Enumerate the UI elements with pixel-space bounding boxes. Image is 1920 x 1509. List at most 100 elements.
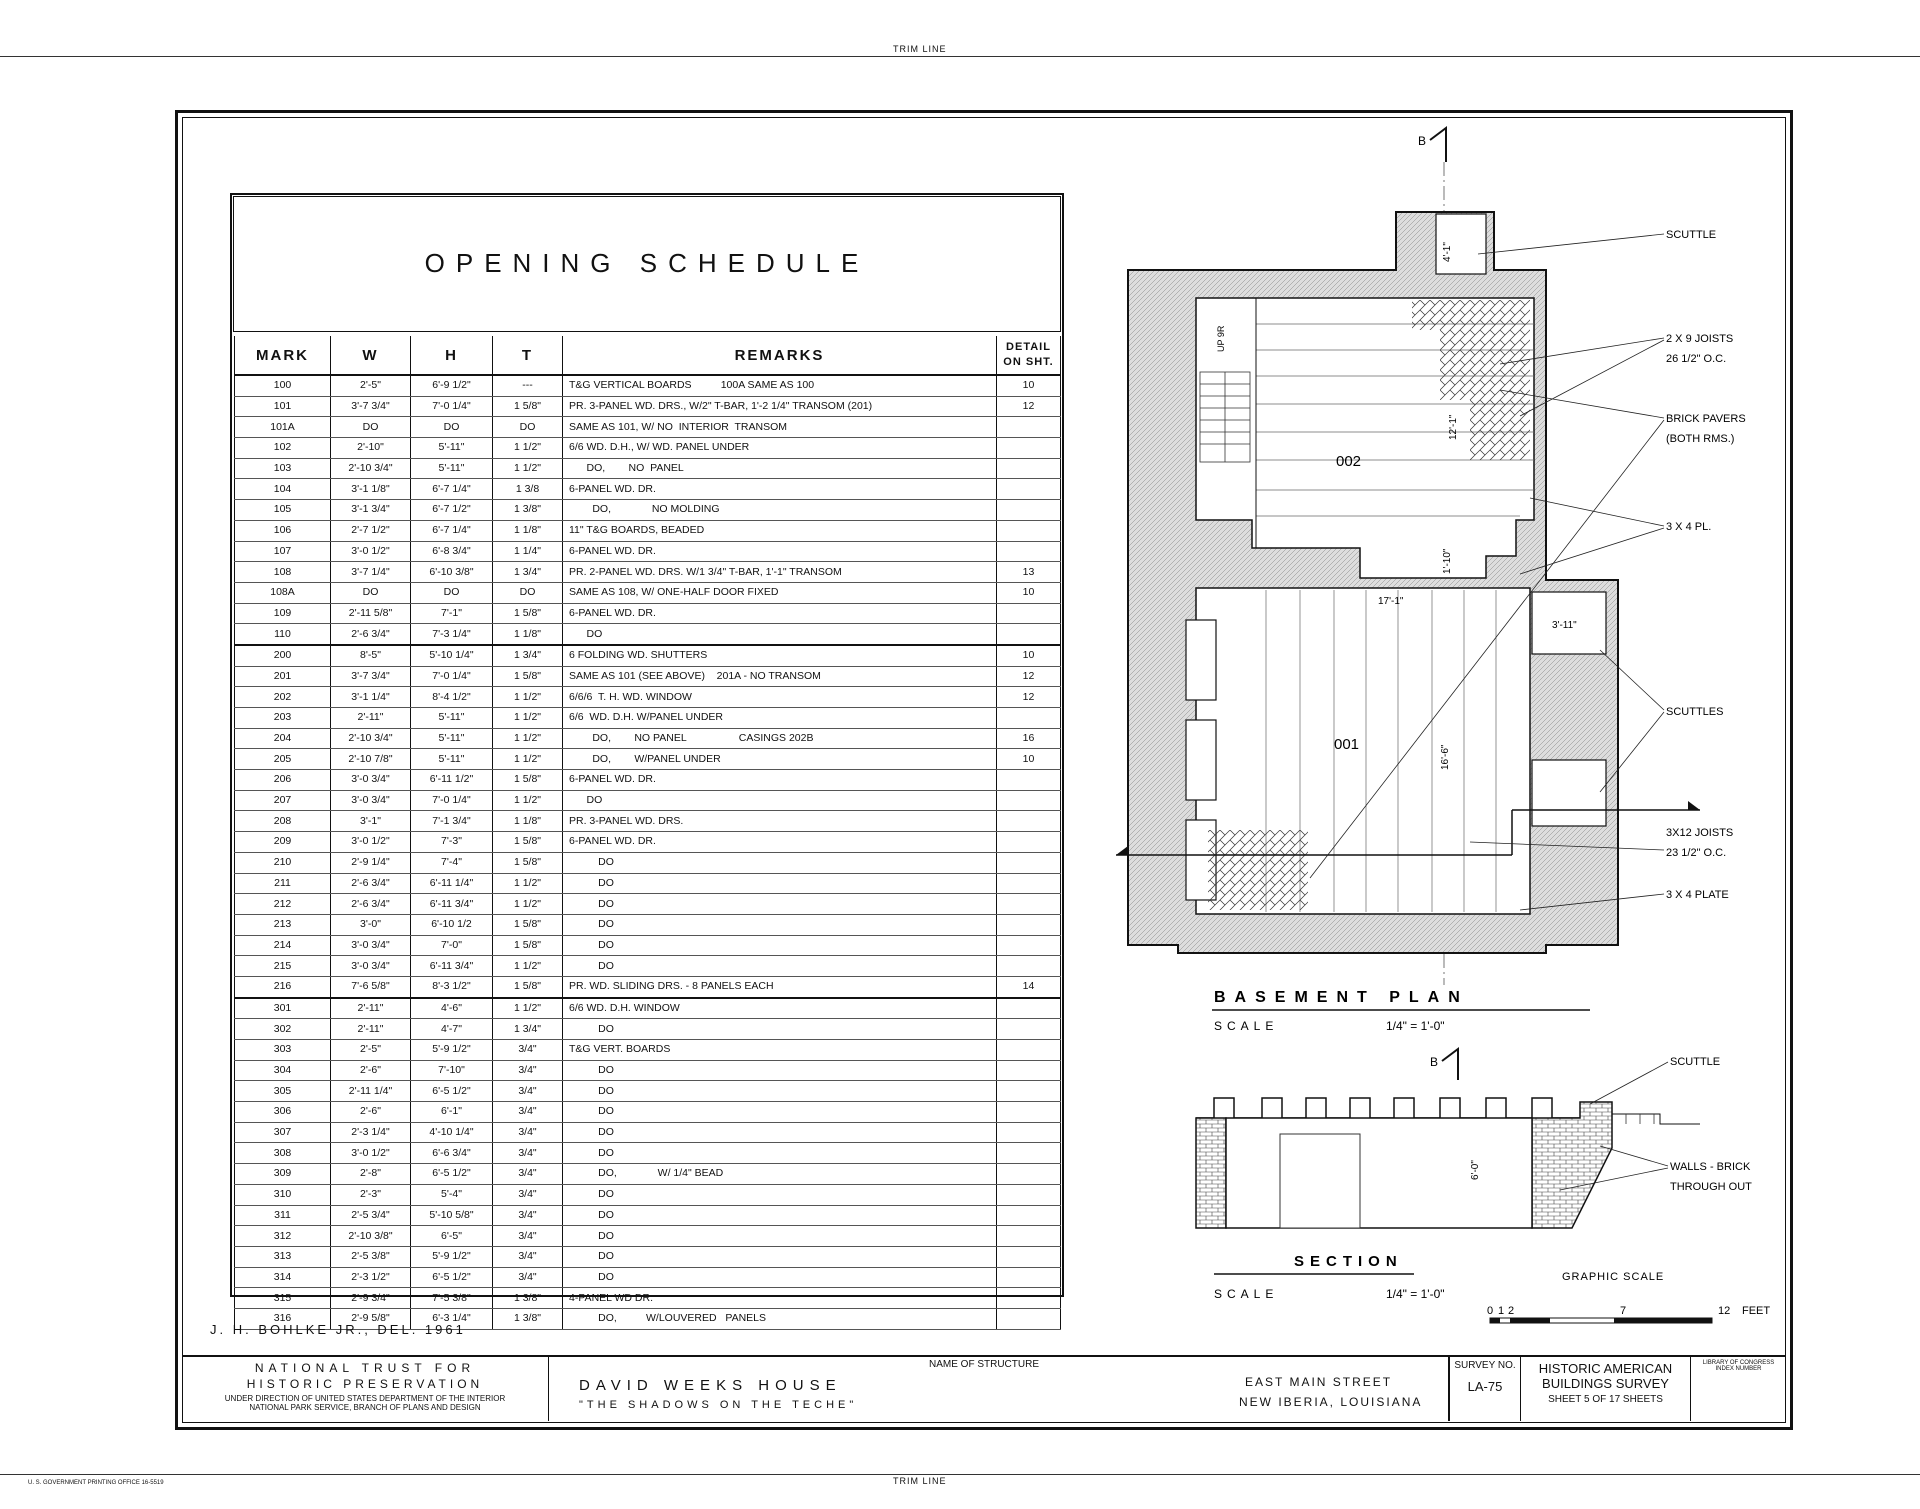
delineator-credit: J. H. BOHLKE JR., DEL. 1961 (210, 1322, 466, 1337)
cell-t: 1 5/8" (492, 769, 563, 791)
section-mark-top: B (1418, 126, 1447, 162)
cell-h: 8'-3 1/2" (410, 976, 493, 999)
cell-detail (996, 1287, 1061, 1309)
cell-mark: 211 (234, 873, 331, 895)
title-block-habs-cell: HISTORIC AMERICAN BUILDINGS SURVEY SHEET… (1521, 1357, 1691, 1421)
cell-w: 3'-0 1/2" (330, 831, 411, 853)
cell-detail (996, 1267, 1061, 1289)
cell-remarks: DO (562, 1142, 997, 1165)
basement-scale-word: SCALE (1214, 1019, 1278, 1033)
cell-remarks: DO (562, 1184, 997, 1206)
cell-detail (996, 541, 1061, 563)
cell-remarks: DO (562, 1080, 997, 1103)
cell-remarks: DO, NO PANEL (562, 458, 997, 480)
cell-mark: 302 (234, 1018, 331, 1040)
cell-h: DO (410, 416, 493, 439)
cell-remarks: DO (562, 935, 997, 957)
cell-h: 4'-7" (410, 1018, 493, 1040)
habs-line-1: HISTORIC AMERICAN (1538, 1361, 1673, 1376)
basement-scale-value: 1/4" = 1'-0" (1386, 1019, 1445, 1033)
cell-detail (996, 520, 1061, 542)
cell-mark: 213 (234, 914, 331, 936)
cell-detail (996, 1060, 1061, 1082)
structure-name: DAVID WEEKS HOUSE (579, 1377, 842, 1394)
cell-t: 1 1/2" (492, 996, 563, 1020)
cell-remarks: DO (562, 1267, 997, 1289)
cell-detail (996, 458, 1061, 480)
cell-h: 5'-10 5/8" (410, 1205, 493, 1227)
label-joists-2x9-a: 2 X 9 JOISTS (1666, 333, 1733, 345)
cell-t: 1 1/8" (492, 520, 563, 542)
cell-w: 3'-0 3/4" (330, 955, 411, 977)
cell-remarks: 6-PANEL WD. DR. (562, 541, 997, 563)
cell-t: 1 5/8" (492, 831, 563, 853)
cell-mark: 200 (234, 643, 331, 667)
cell-h: 7'-3" (410, 831, 493, 853)
cell-t: 1 1/2" (492, 728, 563, 750)
cell-remarks: 11" T&G BOARDS, BEADED (562, 520, 997, 542)
cell-t: 1 3/8" (492, 499, 563, 521)
cell-remarks: SAME AS 108, W/ ONE-HALF DOOR FIXED (562, 582, 997, 604)
cell-t: 1 5/8" (492, 935, 563, 957)
cell-mark: 212 (234, 893, 331, 915)
cell-mark: 305 (234, 1080, 331, 1103)
cell-remarks: PR. WD. SLIDING DRS. - 8 PANELS EACH (562, 976, 997, 999)
cell-w: 2'-11 5/8" (330, 603, 411, 625)
cell-h: 6'-3 1/4" (410, 1308, 493, 1330)
cell-detail: 13 (996, 561, 1061, 583)
cell-w: 2'-8" (330, 1163, 411, 1185)
cell-mark: 100 (234, 375, 331, 397)
cell-w: 2'-10 3/4" (330, 458, 411, 480)
cell-h: 5'-9 1/2" (410, 1246, 493, 1268)
cell-t: 3/4" (492, 1184, 563, 1206)
cell-h: 7'-1" (410, 603, 493, 625)
cell-detail (996, 1018, 1061, 1040)
cell-mark: 209 (234, 831, 331, 853)
cell-detail (996, 893, 1061, 915)
cell-detail (996, 1308, 1061, 1330)
cell-w: 2'-6 3/4" (330, 623, 411, 646)
cell-w: 2'-3 1/2" (330, 1267, 411, 1289)
cell-t: 1 1/2" (492, 790, 563, 812)
dim-16-6: 16'-6" (1440, 744, 1451, 770)
cell-mark: 106 (234, 520, 331, 542)
cell-h: 6'-11 3/4" (410, 955, 493, 977)
cell-detail: 12 (996, 666, 1061, 688)
cell-h: 6'-9 1/2" (410, 375, 493, 397)
cell-detail (996, 1184, 1061, 1206)
cell-w: 2'-11" (330, 996, 411, 1020)
graphic-scale-bar: 0 1 2 7 12 FEET (1487, 1305, 1770, 1324)
header-remarks: REMARKS (562, 336, 997, 376)
cell-remarks: DO (562, 790, 997, 812)
cell-w: 2'-7 1/2" (330, 520, 411, 542)
cell-detail (996, 831, 1061, 853)
cell-remarks: DO, W/ 1/4" BEAD (562, 1163, 997, 1185)
header-detail-line2: ON SHT. (1003, 356, 1054, 368)
habs-line-2: BUILDINGS SURVEY (1542, 1376, 1669, 1391)
section-mark-letter-bottom: B (1430, 1055, 1438, 1069)
label-joists-3x12-a: 3X12 JOISTS (1666, 827, 1733, 839)
label-scuttle: SCUTTLE (1666, 229, 1716, 241)
survey-no-label: SURVEY NO. (1454, 1360, 1516, 1371)
cell-detail (996, 1080, 1061, 1103)
cell-t: 1 1/4" (492, 541, 563, 563)
cell-t: 1 3/8" (492, 1287, 563, 1309)
cell-h: 6'-7 1/4" (410, 478, 493, 501)
cell-mark: 303 (234, 1039, 331, 1061)
scale-unit-feet: FEET (1742, 1305, 1770, 1317)
cell-remarks: 6-PANEL WD. DR. (562, 478, 997, 501)
scuttle-top (1435, 213, 1487, 275)
